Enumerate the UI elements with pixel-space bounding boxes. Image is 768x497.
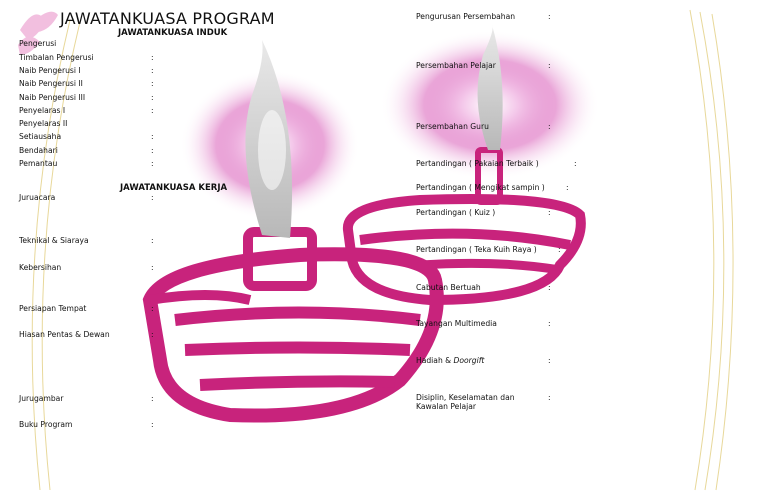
- role-label: Pengerusi: [19, 39, 57, 48]
- role-label: Pertandingan ( Kuiz ): [416, 208, 496, 217]
- role-label: Timbalan Pengerusi: [19, 53, 94, 62]
- left-flame-core: [258, 110, 286, 190]
- role-label: Tayangan Multimedia: [416, 319, 497, 328]
- colon-separator: :: [151, 394, 154, 403]
- role-label: Naib Pengerusi III: [19, 93, 86, 102]
- role-label: Disiplin, Keselamatan dan Kawalan Pelaja…: [416, 393, 515, 411]
- colon-separator: :: [548, 208, 551, 217]
- border-curves: [31, 9, 734, 491]
- role-label: Penyelaras I: [19, 106, 66, 115]
- role-label: Bendahari: [19, 146, 58, 155]
- role-label: Kebersihan: [19, 263, 62, 272]
- right-candle: [342, 147, 586, 306]
- role-label: Cabutan Bertuah: [416, 283, 481, 292]
- role-label: Pertandingan ( Pakaian Terbaik ): [416, 159, 539, 168]
- colon-separator: :: [566, 183, 569, 192]
- role-label: Pemantau: [19, 159, 58, 168]
- role-label: Juruacara: [19, 193, 56, 202]
- doorgift-label: Doorgift: [453, 356, 485, 365]
- colon-separator: :: [151, 420, 154, 429]
- colon-separator: :: [151, 263, 154, 272]
- colon-separator: :: [548, 393, 551, 402]
- page-title: JAWATANKUASA PROGRAM: [60, 9, 275, 28]
- colon-separator: :: [548, 356, 551, 365]
- colon-separator: :: [574, 159, 577, 168]
- colon-separator: :: [151, 236, 154, 245]
- role-label: Hiasan Pentas & Dewan: [19, 330, 110, 339]
- colon-separator: :: [548, 61, 551, 70]
- role-label: Jurugambar: [19, 394, 64, 403]
- role-label: Naib Pengerusi II: [19, 79, 83, 88]
- colon-separator: :: [151, 193, 154, 202]
- colon-separator: :: [151, 330, 154, 339]
- role-label: Pertandingan ( Mengikat sampin ): [416, 183, 545, 192]
- colon-separator: :: [558, 245, 561, 254]
- colon-separator: :: [151, 132, 154, 141]
- section-jawatankuasa-kerja: JAWATANKUASA KERJA: [120, 183, 228, 193]
- role-label: Persiapan Tempat: [19, 304, 87, 313]
- role-row: Disiplin, Keselamatan dan Kawalan Pelaja…: [416, 393, 536, 411]
- colon-separator: :: [548, 319, 551, 328]
- role-label: Persembahan Guru: [416, 122, 489, 131]
- colon-separator: :: [151, 53, 154, 62]
- role-row: Hadiah & Doorgift: [416, 356, 484, 365]
- role-label: Naib Pengerusi I: [19, 66, 81, 75]
- colon-separator: :: [151, 106, 154, 115]
- colon-separator: :: [151, 146, 154, 155]
- colon-separator: :: [151, 79, 154, 88]
- colon-separator: :: [151, 66, 154, 75]
- section-jawatankuasa-induk: JAWATANKUASA INDUK: [118, 28, 228, 38]
- role-label: Setiausaha: [19, 132, 62, 141]
- colon-separator: :: [548, 12, 551, 21]
- colon-separator: :: [548, 283, 551, 292]
- colon-separator: :: [151, 93, 154, 102]
- role-label: Pengurusan Persembahan: [416, 12, 516, 21]
- colon-separator: :: [548, 122, 551, 131]
- right-flame: [477, 25, 503, 150]
- colon-separator: :: [151, 159, 154, 168]
- role-label: Penyelaras II: [19, 119, 68, 128]
- left-candle: [142, 227, 444, 423]
- role-label: Persembahan Pelajar: [416, 61, 496, 70]
- role-label: Buku Program: [19, 420, 73, 429]
- flower-ornament: [18, 11, 58, 55]
- role-label: Teknikal & Siaraya: [19, 236, 89, 245]
- role-label: Pertandingan ( Teka Kuih Raya ): [416, 245, 537, 254]
- colon-separator: :: [151, 304, 154, 313]
- role-label: Hadiah &: [416, 356, 454, 365]
